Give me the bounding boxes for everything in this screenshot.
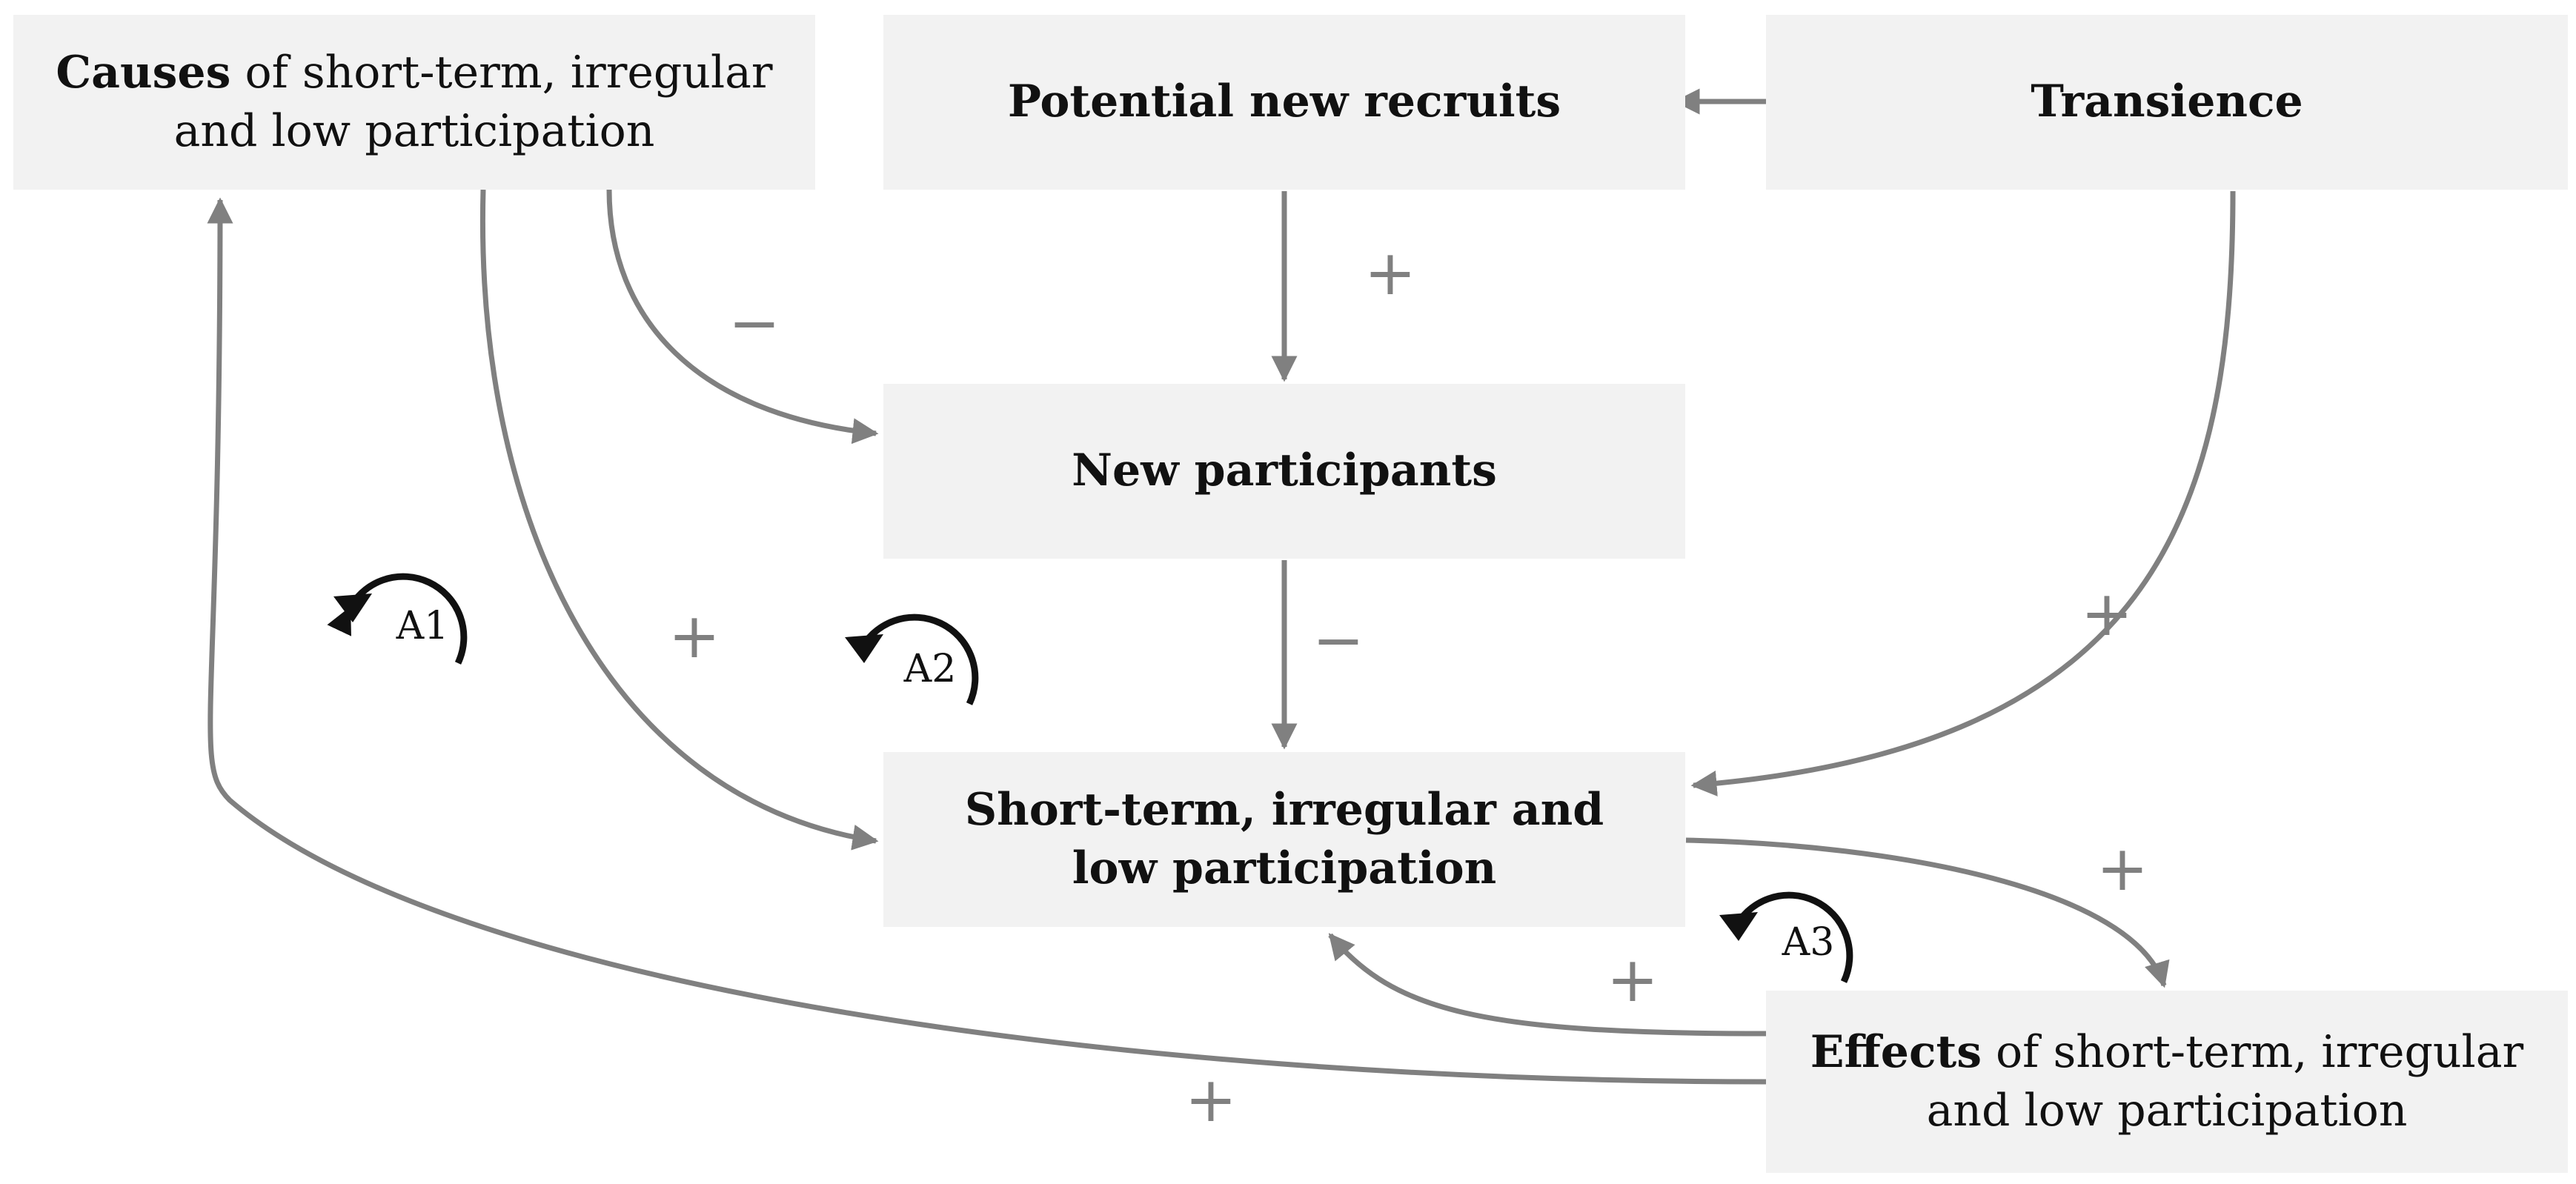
edge-effects-to-short-term (1328, 933, 1767, 1037)
node-causes: Causes of short-term, irregular and low … (13, 15, 815, 190)
loop-a2-icon (845, 613, 979, 705)
node-effects-bold: Effects (1810, 1025, 1982, 1078)
polarity-causes-to-new: − (728, 287, 781, 359)
polarity-new-to-short: − (1312, 604, 1365, 676)
node-transience-label: Transience (2031, 76, 2303, 128)
node-short-term-participation-label: Short-term, irregular and low participat… (964, 783, 1604, 894)
node-causes-bold: Causes (56, 46, 231, 99)
loop-a3-icon (1719, 891, 1853, 983)
node-effects: Effects of short-term, irregular and low… (1766, 991, 2568, 1173)
edge-transience-to-short-term (1690, 190, 2236, 796)
edge-short-term-to-effects (1685, 837, 2170, 988)
loop-a1-label: A1 (396, 604, 449, 648)
node-potential-new-recruits-label: Potential new recruits (1007, 76, 1561, 128)
polarity-causes-to-short: + (668, 599, 721, 672)
loop-a3-label: A3 (1782, 920, 1835, 965)
polarity-effects-to-short: + (1606, 943, 1659, 1016)
node-potential-new-recruits: Potential new recruits (883, 15, 1685, 190)
polarity-recruits-to-new: + (1364, 236, 1417, 309)
node-short-term-participation: Short-term, irregular and low participat… (883, 752, 1685, 927)
edge-causes-to-short-term (479, 189, 879, 851)
polarity-transience-to-short: + (2080, 577, 2134, 650)
polarity-short-to-effects: + (2096, 832, 2149, 905)
loop-a1-icon (327, 573, 468, 665)
loop-a2-label: A2 (903, 647, 957, 691)
node-transience: Transience (1766, 15, 2568, 190)
edge-effects-to-causes (207, 197, 1767, 1085)
edge-causes-to-new-participants (606, 189, 879, 445)
node-new-participants: New participants (883, 384, 1685, 559)
node-causes-text: of short-term, irregular and low partici… (173, 46, 773, 157)
node-effects-text: of short-term, irregular and low partici… (1926, 1025, 2524, 1137)
node-new-participants-label: New participants (1072, 445, 1497, 497)
polarity-effects-to-causes: + (1184, 1063, 1238, 1136)
